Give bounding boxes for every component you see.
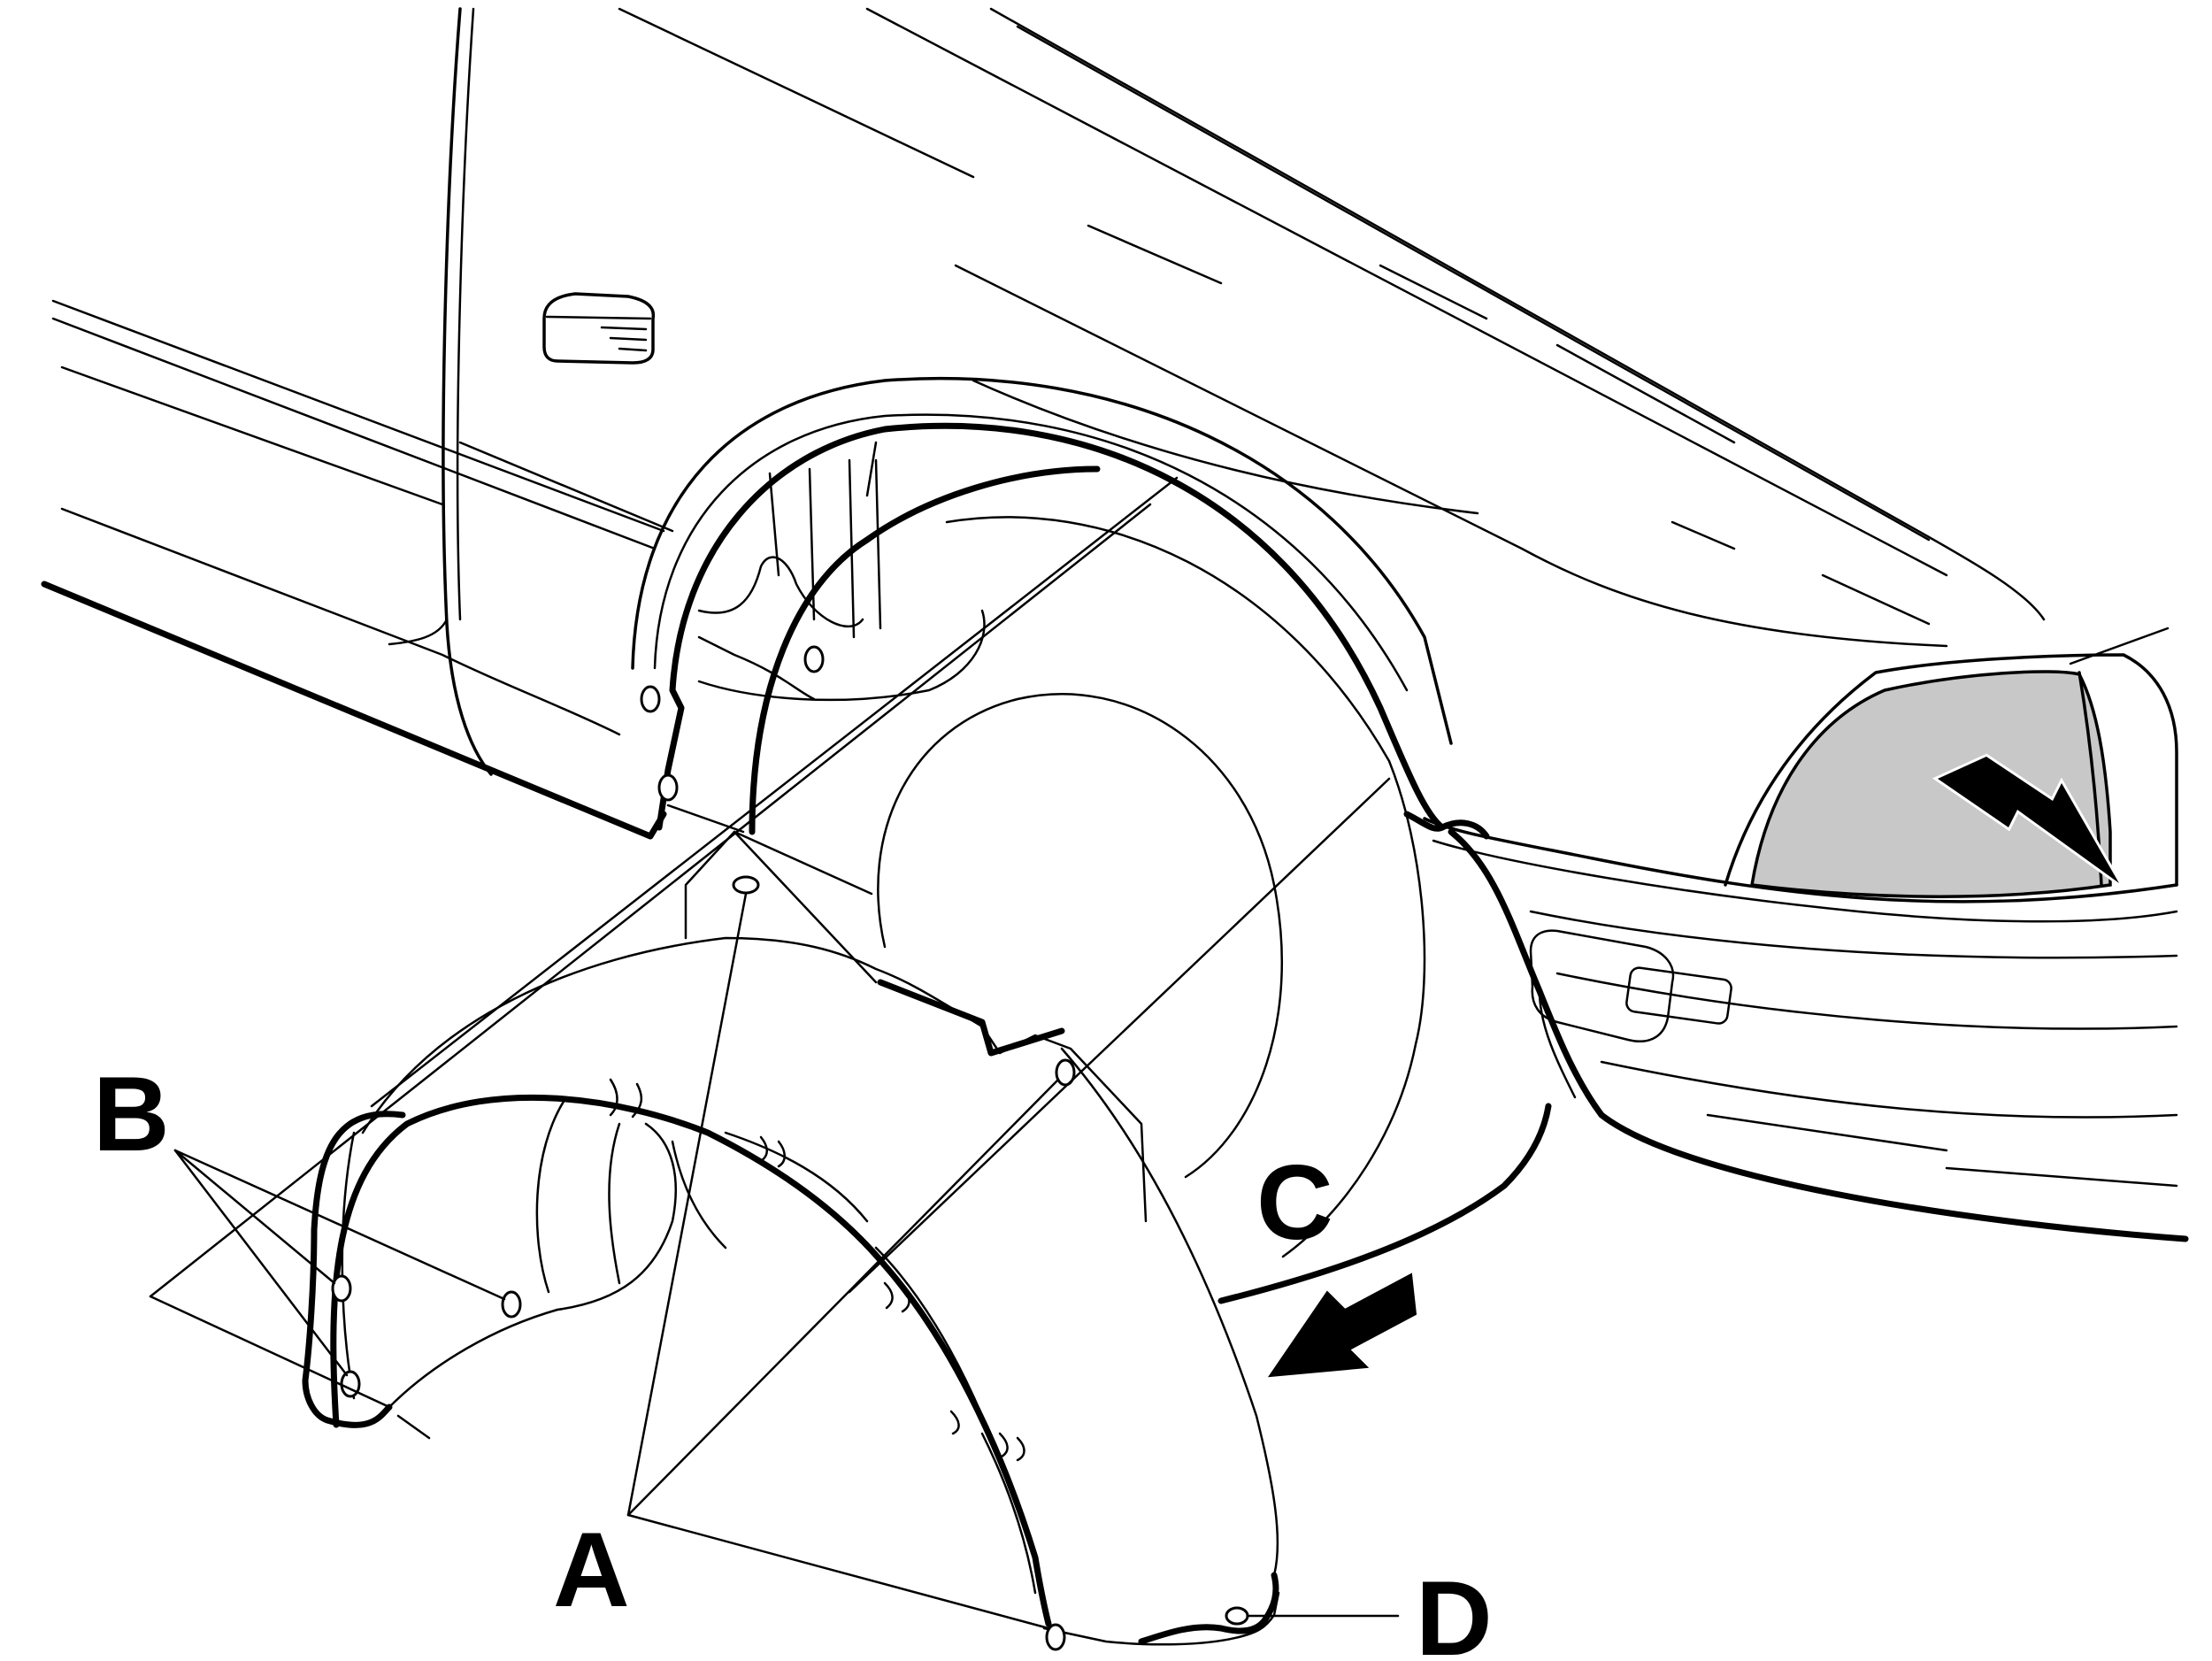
- wheel-arch-liner: [302, 645, 1280, 1651]
- hole-d: [1225, 1606, 1249, 1626]
- alignment-lines: [149, 476, 1400, 1630]
- callout-c: C: [1256, 1143, 1333, 1262]
- hole-b3: [501, 1290, 522, 1319]
- callout-a: A: [553, 1511, 630, 1629]
- callout-d: D: [1416, 1559, 1493, 1661]
- headlight-shaded-panel: [1749, 670, 2112, 898]
- hole-a2: [1045, 1623, 1066, 1651]
- body-hole-3: [803, 645, 825, 673]
- hole-a1: [1055, 1058, 1076, 1087]
- arrow-down-left-icon: [1267, 1273, 1417, 1378]
- fog-lamp: [1529, 929, 1732, 1042]
- hole-b1: [331, 1274, 352, 1303]
- side-marker-lamp: [542, 292, 656, 365]
- body-hole-2: [657, 773, 679, 802]
- body-hole-1: [640, 685, 661, 713]
- car-body: [41, 7, 2189, 1304]
- wheelhouse: [656, 422, 1490, 1258]
- body-hole-4: [732, 875, 760, 895]
- callout-b: B: [93, 1055, 170, 1173]
- arrow-down-right-icon: [1932, 753, 2122, 886]
